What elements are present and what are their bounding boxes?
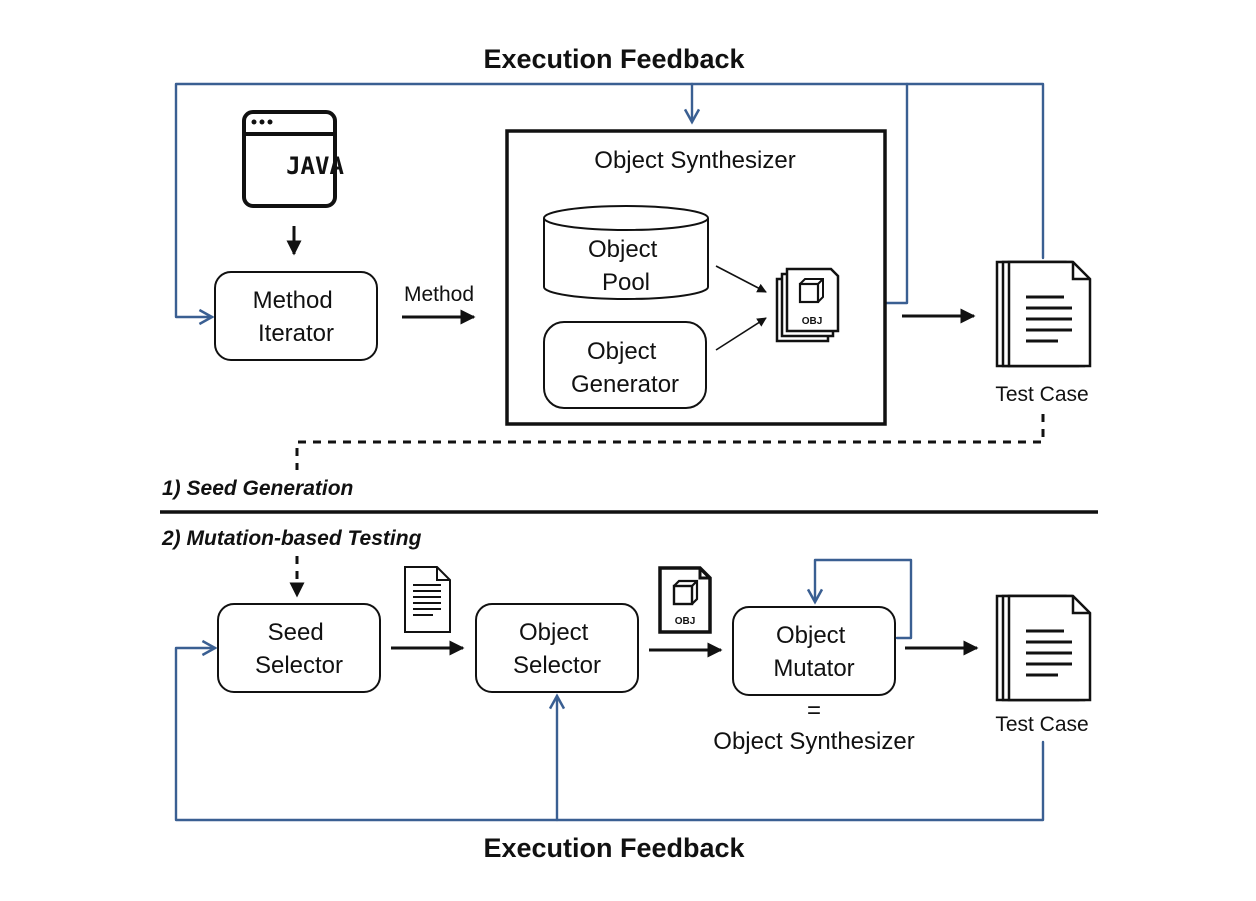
object-mutator-box: Object Mutator (732, 606, 896, 696)
object-mutator-line2: Mutator (773, 655, 854, 682)
java-label: JAVA (286, 152, 344, 180)
method-arrow-label: Method (404, 283, 474, 306)
object-selector-box: Object Selector (475, 603, 639, 693)
phase-mutation-testing: 2) Mutation-based Testing (161, 527, 422, 550)
object-generator-box: Object Generator (543, 321, 707, 409)
object-pool-cylinder: Object Pool (543, 205, 709, 300)
generator-to-obj-arrow (715, 317, 767, 351)
phase-seed-generation: 1) Seed Generation (162, 477, 353, 500)
seed-document-icon (404, 566, 451, 633)
test-case-label-bottom: Test Case (995, 713, 1088, 736)
svg-text:Seed Selector: Seed Selector (255, 619, 343, 679)
object-pool-line2: Pool (602, 269, 650, 296)
test-case-label-top: Test Case (995, 383, 1088, 406)
svg-text:Object Generator: Object Generator (571, 338, 679, 398)
svg-text:Object Selector: Object Selector (513, 619, 601, 679)
obj-label-top: OBJ (802, 316, 823, 327)
seed-selector-box: Seed Selector (217, 603, 381, 693)
method-iterator-box: Method Iterator (214, 271, 378, 361)
svg-text:Object Pool: Object Pool (588, 236, 664, 296)
equals-sign: = (807, 697, 821, 724)
mutator-self-loop (806, 558, 913, 640)
obj-label-bottom: OBJ (675, 616, 696, 627)
java-file-icon: JAVA (242, 110, 344, 208)
test-case-icon-top (995, 260, 1092, 368)
object-generator-line2: Generator (571, 371, 679, 398)
bottom-feedback-loop (174, 639, 1045, 822)
svg-text:Method Iterator: Method Iterator (253, 287, 340, 347)
test-case-icon-bottom (995, 594, 1092, 702)
object-generator-line1: Object (587, 338, 657, 365)
method-iterator-line1: Method (253, 287, 333, 314)
object-pool-line1: Object (588, 236, 658, 263)
obj-icon-bottom: OBJ (658, 566, 712, 634)
seed-dashed-link (295, 414, 1045, 470)
pool-to-obj-arrow (715, 265, 767, 293)
mutator-equals-synthesizer: Object Synthesizer (713, 728, 914, 755)
object-mutator-line1: Object (776, 622, 846, 649)
top-execution-feedback-label: Execution Feedback (483, 44, 745, 74)
seed-selector-line2: Selector (255, 652, 343, 679)
object-synthesizer-title: Object Synthesizer (594, 147, 795, 174)
object-selector-line2: Selector (513, 652, 601, 679)
object-selector-line1: Object (519, 619, 589, 646)
svg-text:Object Mutator: Object Mutator (773, 622, 854, 682)
obj-stack-icon: OBJ (775, 267, 840, 343)
seed-selector-line1: Seed (268, 619, 324, 646)
bottom-execution-feedback-label: Execution Feedback (483, 833, 745, 863)
method-iterator-line2: Iterator (258, 320, 334, 347)
